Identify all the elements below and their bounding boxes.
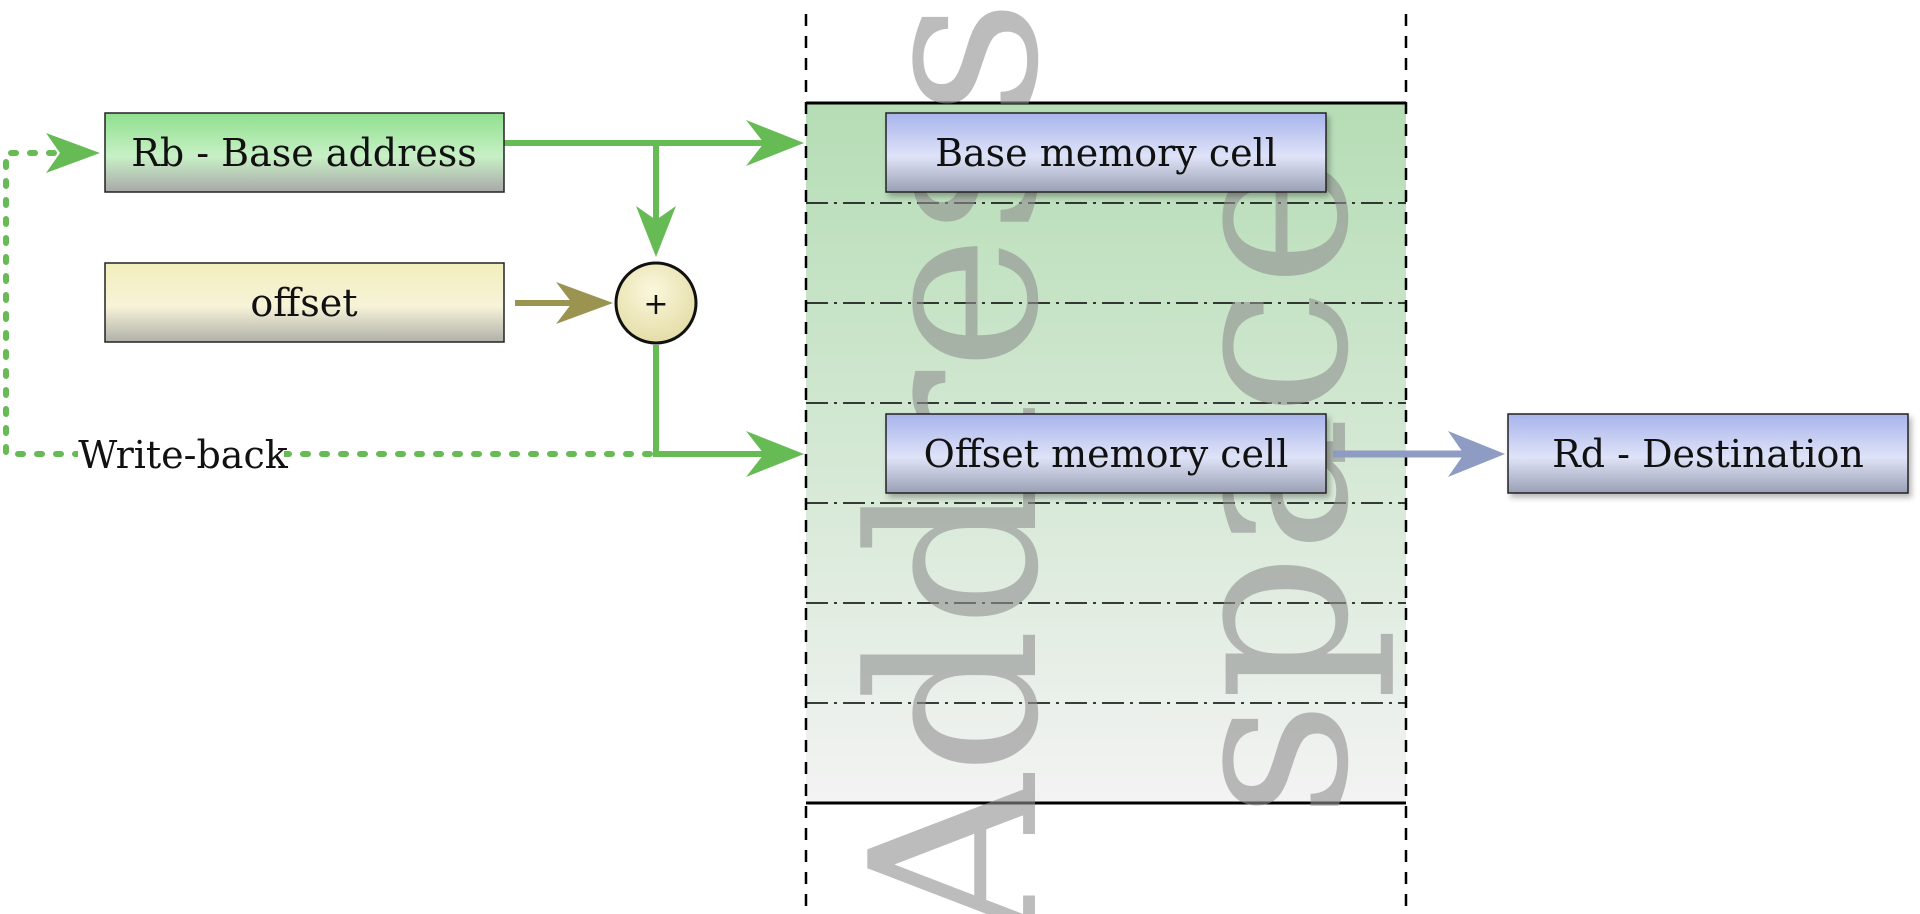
base-memory-cell: Base memory cell (885, 112, 1327, 193)
offset-memory-cell-label: Offset memory cell (924, 432, 1289, 476)
base-memory-cell-box (885, 112, 1327, 193)
base-to-memory-arrowhead (746, 120, 804, 166)
adder: + (614, 261, 698, 345)
base-address-flow (503, 140, 770, 457)
offset-to-adder-arrowhead (556, 282, 613, 324)
base-memory-cell-label: Base memory cell (935, 131, 1277, 175)
offset-label: offset (250, 281, 357, 325)
destination-label: Rd - Destination (1552, 432, 1864, 476)
offset-box (104, 262, 505, 343)
adder-plus-sign: + (643, 287, 668, 322)
write-back-dashed-line (3, 150, 653, 457)
base-address-label: Rb - Base address (131, 131, 477, 175)
write-back-arrowhead (46, 133, 100, 173)
base-address-register: Rb - Base address (104, 112, 505, 193)
write-back-label: Write-back (78, 433, 289, 477)
destination-box (1507, 413, 1909, 494)
write-back-label-bg (78, 430, 284, 482)
offset-register: offset (104, 262, 505, 343)
base-to-adder-arrowhead (636, 206, 676, 257)
base-address-box (104, 112, 505, 193)
adder-circle (614, 261, 698, 345)
cell-to-destination-arrowhead (1448, 431, 1505, 477)
offset-memory-cell-box (885, 413, 1327, 494)
adder-to-memory-arrowhead (746, 431, 804, 477)
offset-memory-cell: Offset memory cell (885, 413, 1327, 494)
write-back-path (3, 150, 653, 457)
memory-cell-dividers (806, 202, 1406, 704)
adder-to-memory-line (653, 345, 770, 457)
destination-register: Rd - Destination (1507, 413, 1909, 494)
